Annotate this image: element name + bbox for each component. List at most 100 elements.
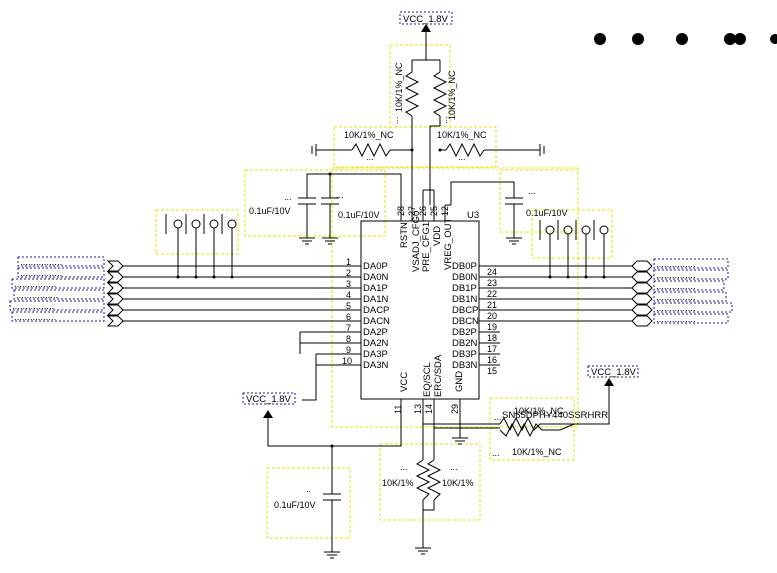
vcc-label: VCC_1.8V <box>591 367 637 378</box>
pin-name-top: RSTN <box>399 222 410 248</box>
pin-num-right: 23 <box>487 278 497 288</box>
pin-name-left: DA0P <box>363 261 388 272</box>
capacitor-value: 0.1uF/10V <box>249 206 291 216</box>
pin-name-right: DB2N <box>452 338 477 349</box>
pin-num-right: 20 <box>487 311 497 321</box>
chip-part: SN65DPHY440SSRHRR <box>502 410 608 421</box>
component-ref: ... <box>336 190 344 200</box>
pin-num-left: 10 <box>342 356 352 366</box>
test-points-left <box>165 214 237 279</box>
net-label-left: ................ <box>14 279 56 290</box>
net-label-right: ............... <box>656 292 696 303</box>
pin-num-left: 4 <box>346 290 351 300</box>
component-ref: ... <box>450 462 458 472</box>
pin-name-top: VDD <box>432 226 443 246</box>
top-pin-stubs <box>400 189 451 221</box>
component-ref: .. <box>306 484 311 494</box>
pin-num-left: 8 <box>346 334 351 344</box>
pin-num-right: 17 <box>487 344 497 354</box>
connectors-left: ................ ................ ......… <box>9 256 124 327</box>
pin-name-left: DA2P <box>363 327 388 338</box>
pin-num-left: 6 <box>346 312 351 322</box>
net-label-left: ................ <box>20 257 62 268</box>
pin-num-left: 7 <box>346 323 351 333</box>
component-ref: ... <box>528 186 536 196</box>
resistor-value: 10K/1% <box>442 478 474 488</box>
resistor-value: 10K/1%_NC <box>394 62 404 112</box>
pin-name-right: DB2P <box>452 327 477 338</box>
chip-u3: U3 SN65DPHY440SSRHRR DA0P DA0N DA1P DA1N… <box>342 206 608 421</box>
net-label-right: ............... <box>656 270 696 281</box>
pin-name-right: DB1N <box>452 294 477 305</box>
pin-name-right: DB3P <box>452 349 477 360</box>
gnd-pin <box>452 399 468 445</box>
vreg-capacitor: 0.1uF/10V ... <box>450 181 568 245</box>
vcc-bottom-left: VCC_1.8V 0.1uF/10V .. <box>242 392 402 559</box>
pin-num-right: 18 <box>487 333 497 343</box>
net-label-left: ................ <box>16 290 58 301</box>
net-label-right: ............... <box>656 259 696 270</box>
component-ref: ... <box>492 448 500 458</box>
component-ref: ... <box>390 116 400 124</box>
net-label-right: ............... <box>656 281 696 292</box>
pin-name-left: DA3P <box>363 349 388 360</box>
pin-name-left: DACN <box>363 316 390 327</box>
pin-num-bottom: 29 <box>450 404 460 414</box>
pin-name-bottom: GND <box>454 371 465 392</box>
pin-num-left: 9 <box>346 345 351 355</box>
pin-name-right: DB0N <box>452 272 477 283</box>
component-ref: ... <box>400 462 408 472</box>
vcc-label: VCC_1.8V <box>246 394 292 405</box>
resistor-value: 10K/1%_NC <box>344 130 394 140</box>
resistor-value: 10K/1% <box>382 478 414 488</box>
highlight-boxes <box>155 44 613 539</box>
chip-ref: U3 <box>467 210 479 221</box>
component-ref: ... <box>284 192 292 202</box>
right-pull-resistors: VCC_1.8V 10K/1%_NC 10K/1%_NC ... ... <box>423 365 639 458</box>
pin-name-bottom: VCC <box>399 372 410 392</box>
pin-num-right: 22 <box>487 289 497 299</box>
pin-name-left: DA2N <box>363 338 388 349</box>
pin-name-left: DA0N <box>363 272 388 283</box>
connectors-right: ............... ............... ........… <box>631 258 733 327</box>
net-label-left: ................ <box>14 312 56 323</box>
pin-name-right: DB1P <box>452 283 477 294</box>
resistor-value: 10K/1%_NC <box>447 70 457 120</box>
pin-num-right: 19 <box>487 322 497 332</box>
pin-num-bottom: 14 <box>424 404 434 414</box>
pin-name-bottom: EQ/SCL <box>422 362 433 397</box>
bottom-resistors: 10K/1% 10K/1% ... ... <box>382 399 474 555</box>
pin-num-right: 15 <box>487 366 497 376</box>
test-points-right <box>539 220 609 279</box>
net-label-right: ............... <box>656 314 696 325</box>
pin-num-bottom: 13 <box>413 404 423 414</box>
capacitor-value: 0.1uF/10V <box>274 500 316 510</box>
pin-name-top: VSADJ_CFG0 <box>411 211 422 272</box>
pin-num-left: 2 <box>346 268 351 278</box>
pin-num-right: 16 <box>487 355 497 365</box>
pin-name-left: DA1P <box>363 283 388 294</box>
pin-name-top: PRE_CFG1 <box>421 222 432 272</box>
pin-num-bottom: 11 <box>393 405 403 414</box>
pin-name-left: DACP <box>363 305 389 316</box>
resistor-value: 10K/1%_NC <box>437 130 487 140</box>
pin-name-left: DA1N <box>363 294 388 305</box>
pin-name-bottom: ERC/SDA <box>433 354 444 397</box>
pin-name-right: DBCP <box>452 305 478 316</box>
pin-name-left: DA3N <box>363 360 388 371</box>
resistor-value: 10K/1%_NC <box>512 447 562 457</box>
pin-num-left: 1 <box>346 257 351 267</box>
pin-num-right: 21 <box>487 300 497 310</box>
pin-name-top: VREG_OUT <box>443 218 454 270</box>
top-left-capacitors: 0.1uF/10V 0.1uF/10V ... ... <box>249 172 402 245</box>
horizontal-nc-resistors: 10K/1%_NC 10K/1%_NC ... ... <box>311 130 545 162</box>
capacitor-value: 0.1uF/10V <box>526 208 568 218</box>
pin-num-left: 3 <box>346 279 351 289</box>
resistor-value: 10K/1%_NC <box>514 406 564 416</box>
capacitor-value: 0.1uF/10V <box>338 210 380 220</box>
top-vertical-resistors: 10K/1%_NC 10K/1%_NC ... ... <box>390 62 457 205</box>
component-ref: ... <box>366 152 374 162</box>
component-ref: ... <box>458 152 466 162</box>
pin-name-right: DB0P <box>452 261 477 272</box>
